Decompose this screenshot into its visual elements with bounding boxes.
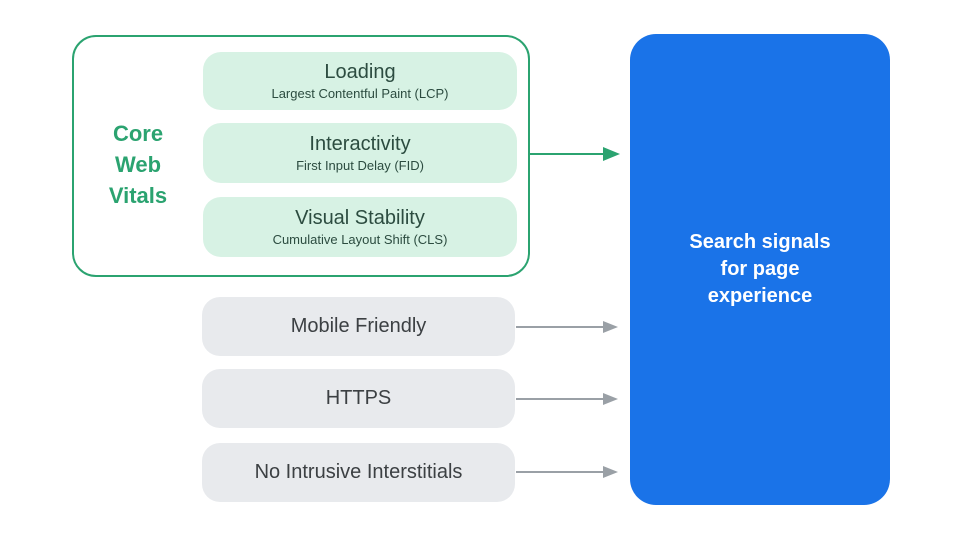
arrow-line	[530, 153, 606, 155]
search-signals-box: Search signals for page experience	[630, 34, 890, 505]
arrow-line	[516, 398, 604, 400]
core-web-vitals-label: Core Web Vitals	[108, 121, 168, 208]
vital-title-interactivity: Interactivity	[309, 133, 411, 155]
search-signals-label: Search signals for page experience	[689, 231, 831, 307]
arrow-line	[516, 471, 604, 473]
arrow-head-icon	[603, 147, 620, 161]
vital-subtitle-lcp: Largest Contentful Paint (LCP)	[271, 86, 449, 101]
arrow-core-web-vitals-to-result	[530, 147, 620, 161]
vital-subtitle-cls: Cumulative Layout Shift (CLS)	[272, 232, 448, 247]
signal-pill-https: HTTPS	[202, 369, 515, 428]
signal-pill-mobile-friendly: Mobile Friendly	[202, 297, 515, 356]
arrow-head-icon	[603, 466, 618, 478]
arrow-head-icon	[603, 321, 618, 333]
vital-pill-interactivity: Interactivity First Input Delay (FID)	[203, 123, 517, 183]
vital-pill-visual-stability: Visual Stability Cumulative Layout Shift…	[203, 197, 517, 257]
arrow-https-to-result	[516, 392, 618, 406]
arrow-head-icon	[603, 393, 618, 405]
arrow-interstitials-to-result	[516, 465, 618, 479]
vital-title-loading: Loading	[324, 61, 396, 83]
vital-pill-loading: Loading Largest Contentful Paint (LCP)	[203, 52, 517, 110]
arrow-line	[516, 326, 604, 328]
signal-pill-no-intrusive-interstitials: No Intrusive Interstitials	[202, 443, 515, 502]
vital-subtitle-fid: First Input Delay (FID)	[296, 158, 424, 173]
arrow-mobile-friendly-to-result	[516, 320, 618, 334]
vital-title-visual-stability: Visual Stability	[295, 207, 425, 229]
